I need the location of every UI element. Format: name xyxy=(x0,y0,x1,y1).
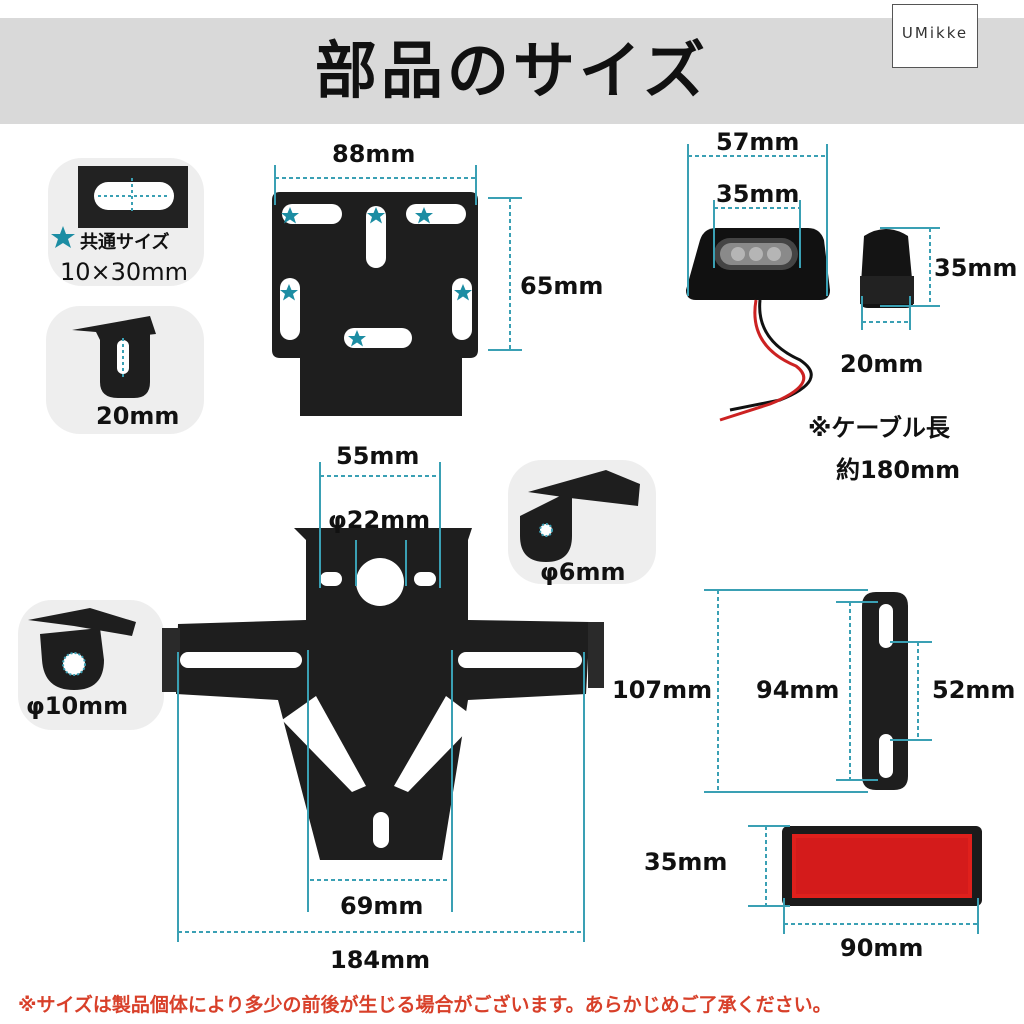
common-size-label: 共通サイズ xyxy=(80,232,170,253)
strip-diagram xyxy=(862,592,908,790)
header-band xyxy=(0,18,1024,124)
main-lower-width: 69mm xyxy=(340,892,424,920)
plate-top-width: 88mm xyxy=(332,140,416,168)
star-icon xyxy=(348,330,366,347)
plate-top-height: 65mm xyxy=(520,272,604,300)
strip-total: 107mm xyxy=(612,676,713,704)
brand-logo: UMikke xyxy=(901,24,969,42)
star-icon xyxy=(281,207,299,224)
large-hole-diagram xyxy=(28,608,136,690)
common-slot-size: 10×30mm xyxy=(60,258,188,286)
star-icon xyxy=(415,207,433,224)
light-width-outer: 57mm xyxy=(716,128,800,156)
strip-dimension-lines xyxy=(704,589,932,793)
main-bracket-diagram xyxy=(162,528,604,860)
bracket-small-size: 20mm xyxy=(96,402,180,430)
bracket-small-diagram xyxy=(72,316,156,398)
reflector-height: 35mm xyxy=(644,848,728,876)
star-icon xyxy=(280,284,298,301)
star-icon xyxy=(51,226,75,248)
light-diagram xyxy=(686,228,914,422)
brand-logo-box xyxy=(892,4,978,68)
light-dimension-lines xyxy=(687,144,940,330)
main-hole-diameter: φ22mm xyxy=(328,506,431,534)
cable-note: ※ケーブル長 xyxy=(808,414,950,442)
footer-note: ※サイズは製品個体により多少の前後が生じる場合がございます。あらかじめご了承くだ… xyxy=(18,994,832,1016)
star-icon xyxy=(367,207,385,224)
strip-inner: 52mm xyxy=(932,676,1016,704)
small-hole-size: φ6mm xyxy=(540,558,626,586)
light-width-inner: 35mm xyxy=(716,180,800,208)
reflector-diagram xyxy=(782,826,982,906)
reflector-dimension-lines xyxy=(748,825,979,934)
light-height: 35mm xyxy=(934,254,1018,282)
main-top-width: 55mm xyxy=(336,442,420,470)
light-depth: 20mm xyxy=(840,350,924,378)
page-title: 部品のサイズ xyxy=(314,34,710,107)
common-slot-diagram xyxy=(78,166,188,228)
main-bracket-dimension-lines xyxy=(177,462,585,942)
reflector-width: 90mm xyxy=(840,934,924,962)
plate-top-diagram xyxy=(272,192,478,416)
small-hole-diagram xyxy=(520,470,640,562)
star-icon xyxy=(454,284,472,301)
strip-hole-span: 94mm xyxy=(756,676,840,704)
large-hole-size: φ10mm xyxy=(26,692,129,720)
main-total-width: 184mm xyxy=(330,946,431,974)
cable-length: 約180mm xyxy=(836,456,961,484)
plate-top-dimension-lines xyxy=(274,165,522,351)
